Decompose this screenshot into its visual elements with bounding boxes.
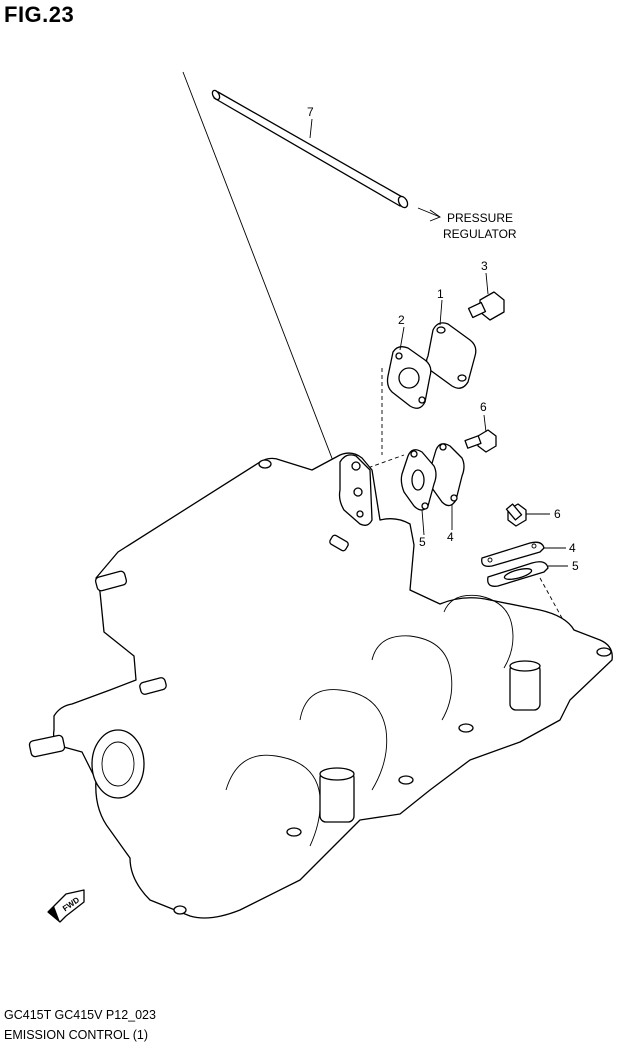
gasket-part-2[interactable]: [386, 346, 432, 409]
intake-manifold: [28, 452, 613, 919]
cover-plate-part-1[interactable]: [425, 322, 477, 389]
callout-2: 2: [398, 313, 405, 327]
callout-7: 7: [307, 105, 314, 119]
callout-6a: 6: [480, 400, 487, 414]
callout-5a: 5: [419, 535, 426, 549]
footer-section-name: EMISSION CONTROL (1): [4, 1028, 148, 1042]
callout-3: 3: [481, 259, 488, 273]
hose-part-7[interactable]: [211, 89, 410, 209]
leader-7: [309, 118, 313, 139]
plate-part-4b[interactable]: [481, 541, 545, 567]
leader-6a: [483, 414, 487, 433]
callout-4b: 4: [569, 541, 576, 555]
gasket-part-5a[interactable]: [400, 449, 437, 511]
leader-2: [399, 326, 405, 351]
callout-4a: 4: [447, 530, 454, 544]
annotation-regulator: REGULATOR: [443, 227, 517, 241]
callout-6b: 6: [554, 507, 561, 521]
forward-direction-arrow: FWD: [47, 889, 85, 923]
bolt-part-6a[interactable]: [464, 429, 497, 453]
footer-model-code: GC415T GC415V P12_023: [4, 1008, 156, 1022]
bolt-part-3[interactable]: [467, 291, 505, 321]
figure-title: FIG.23: [4, 2, 75, 27]
plate-part-4a[interactable]: [428, 443, 465, 507]
leader-1: [439, 299, 443, 326]
callout-1: 1: [437, 287, 444, 301]
gasket-part-5b[interactable]: [487, 561, 549, 587]
annotation-pressure: PRESSURE: [447, 211, 513, 225]
leader-3: [485, 272, 489, 295]
alignment-line-c: [539, 577, 563, 619]
leader-5a: [421, 509, 425, 536]
bolt-part-6b[interactable]: [505, 503, 527, 527]
arrow-to-regulator: [417, 207, 441, 222]
callout-5b: 5: [572, 559, 579, 573]
